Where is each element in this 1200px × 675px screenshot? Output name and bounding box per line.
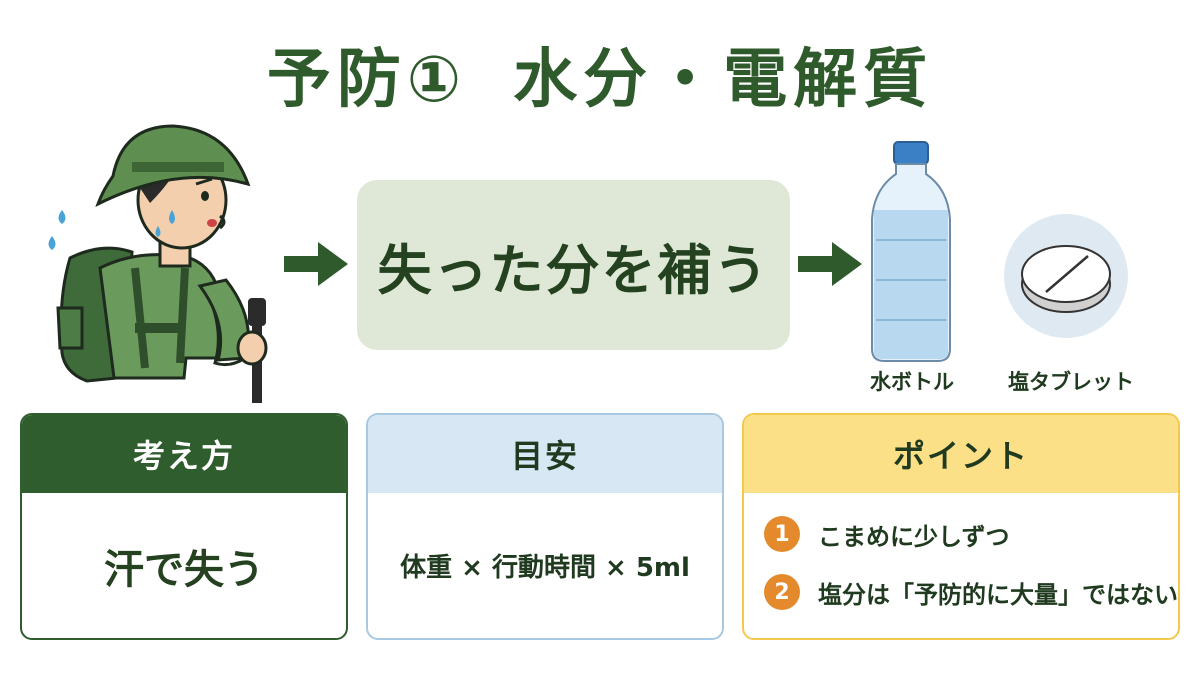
guide-card: 目安 体重 × 行動時間 × 5ml	[366, 413, 724, 640]
number-badge: 2	[764, 574, 800, 610]
list-item: 2 塩分は「予防的に大量」ではない	[764, 571, 1178, 613]
guide-card-title: 目安	[368, 415, 722, 493]
approach-card: 考え方 汗で失う	[20, 413, 348, 640]
number-badge: 1	[764, 516, 800, 552]
salt-tablet-icon	[1004, 214, 1128, 338]
guide-card-text: 体重 × 行動時間 × 5ml	[400, 553, 690, 583]
approach-card-title: 考え方	[22, 415, 346, 493]
sweating-hiker-illustration	[48, 124, 268, 403]
points-list: 1 こまめに少しずつ 2 塩分は「予防的に大量」ではない	[744, 493, 1178, 638]
title-part-2: 水分・電解質	[513, 43, 934, 117]
center-message-box: 失った分を補う	[357, 180, 790, 350]
points-card: ポイント 1 こまめに少しずつ 2 塩分は「予防的に大量」ではない	[742, 413, 1180, 640]
right-arrow-icon	[284, 242, 348, 286]
title-part-1: 予防①	[266, 43, 468, 117]
page-title: 予防① 水分・電解質	[0, 28, 1200, 120]
salt-tablet-label: 塩タブレット	[1008, 370, 1134, 394]
approach-card-text: 汗で失う	[104, 546, 264, 593]
water-bottle-label: 水ボトル	[870, 370, 954, 394]
points-card-title: ポイント	[744, 415, 1178, 493]
point-text: こまめに少しずつ	[818, 522, 1010, 551]
list-item: 1 こまめに少しずつ	[764, 513, 1178, 555]
right-arrow-icon	[798, 242, 862, 286]
center-message: 失った分を補う	[377, 238, 770, 302]
point-text: 塩分は「予防的に大量」ではない	[818, 580, 1178, 609]
water-bottle-icon	[871, 141, 951, 362]
